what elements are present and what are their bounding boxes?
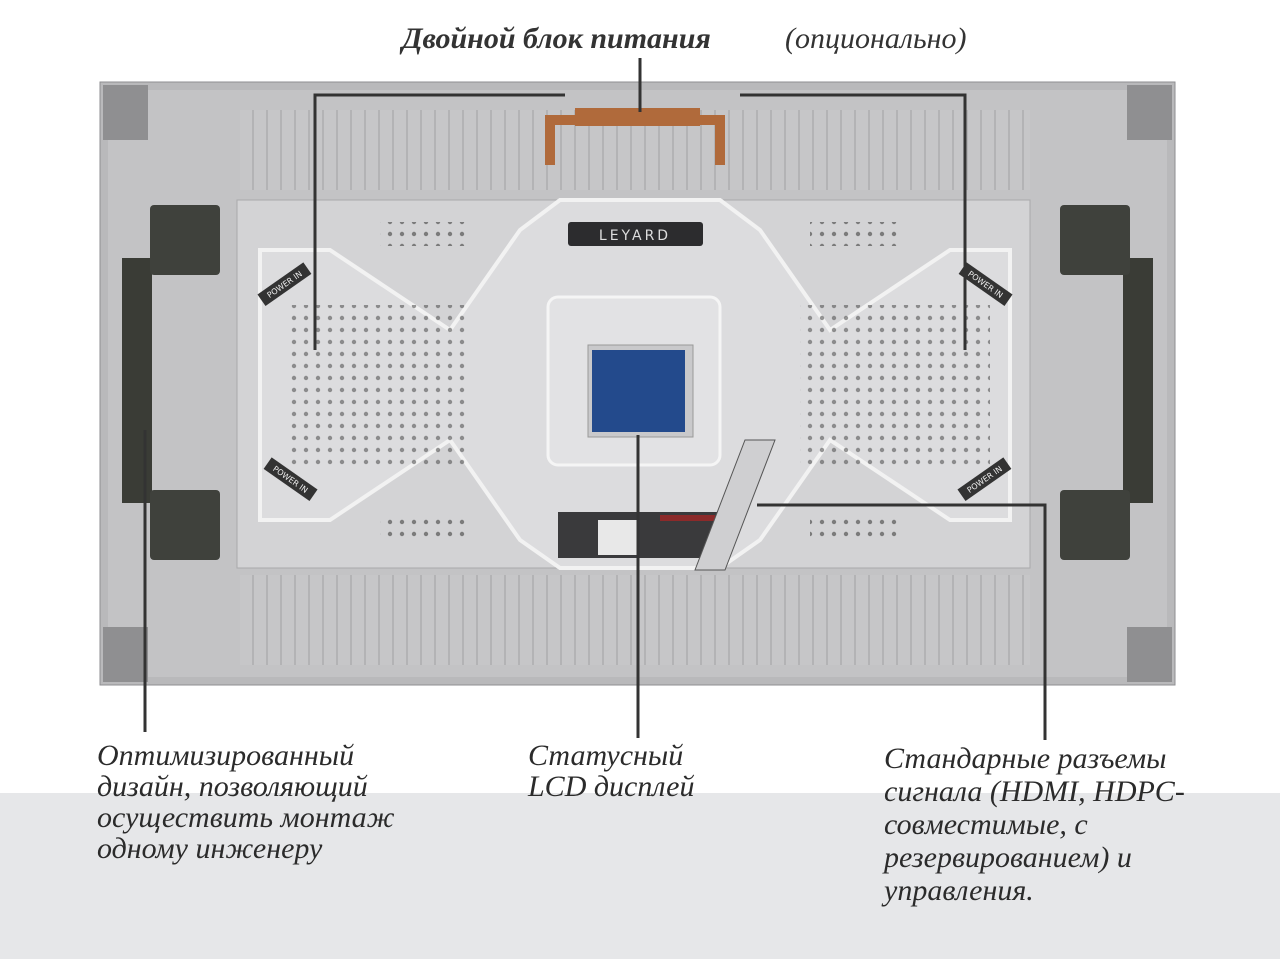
leader-lines [143,58,1047,740]
status-lcd-screen [592,350,685,432]
svg-text:LEYARD: LEYARD [599,228,671,244]
power-supply-optional-label: (опционально) [785,22,967,55]
left-carry-handle [122,258,152,503]
vent-right [800,305,990,465]
leyard-logo [568,222,703,246]
vent-left [285,305,465,465]
background-band [0,793,1280,959]
corner-brackets [103,85,1172,682]
right-carry-handle [1123,258,1153,503]
signal-connectors [694,439,776,571]
callout-signal-connectors: Стандарные разъемы сигнала (HDMI, HDPC- … [884,742,1185,907]
callout-status-lcd: Статусный LCD дисплей [528,739,695,803]
callout-mounting-design: Оптимизированный дизайн, позволяющий осу… [97,739,395,865]
power-supply-label: Двойной блок питания [402,22,711,55]
